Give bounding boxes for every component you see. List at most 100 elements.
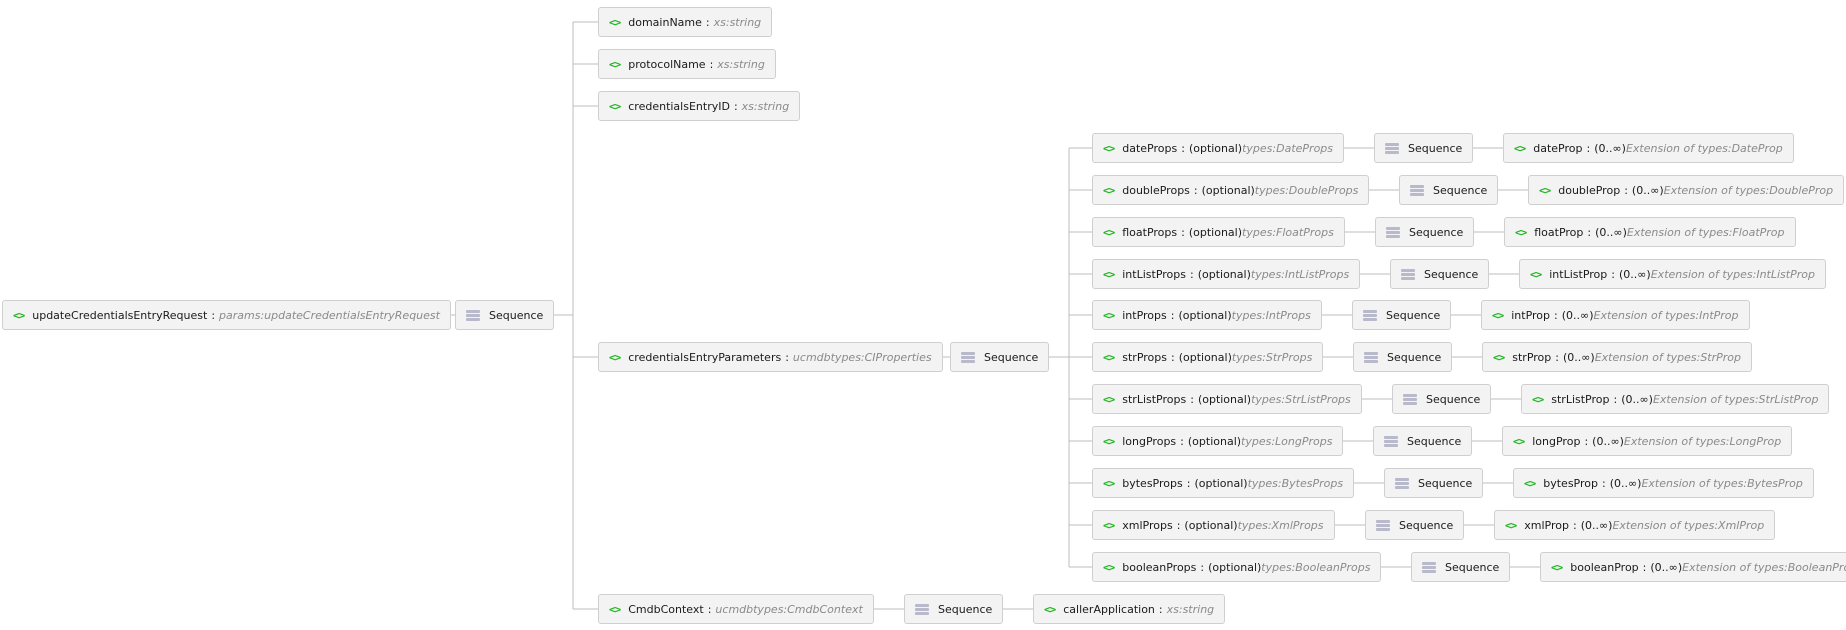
root-element-node[interactable]: <>updateCredentialsEntryRequest:params:u… [2, 300, 451, 330]
prop-sequence-bytesProps[interactable]: Sequence [1384, 468, 1484, 498]
prop-sequence-strProps[interactable]: Sequence [1353, 342, 1453, 372]
element-name: intProp [1511, 308, 1551, 322]
optional-flag: (optional) [1197, 392, 1252, 406]
cardinality: (0..∞) [1618, 267, 1651, 281]
prop-child-strListProp[interactable]: <>strListProp:(0..∞) Extension of types:… [1521, 384, 1830, 414]
element-type: Extension of types:LongProp [1623, 434, 1782, 448]
element-icon: <> [1493, 350, 1505, 364]
separator: : [1642, 560, 1647, 574]
prop-child-strProp[interactable]: <>strProp:(0..∞) Extension of types:StrP… [1482, 342, 1753, 372]
prop-sequence-intListProps[interactable]: Sequence [1390, 259, 1490, 289]
element-name: credentialsEntryParameters [628, 350, 782, 364]
element-icon: <> [1532, 392, 1544, 406]
separator: : [785, 350, 789, 364]
separator: : [1611, 267, 1615, 281]
prop-element-longProps[interactable]: <>longProps:(optional) types:LongProps [1092, 426, 1344, 456]
parameters-sequence-node[interactable]: Sequence [950, 342, 1050, 372]
separator: : [1586, 141, 1591, 155]
prop-child-dateProp[interactable]: <>dateProp:(0..∞) Extension of types:Dat… [1503, 133, 1794, 163]
prop-element-bytesProps[interactable]: <>bytesProps:(optional) types:BytesProps [1092, 468, 1355, 498]
prop-element-strProps[interactable]: <>strProps:(optional) types:StrProps [1092, 342, 1324, 372]
prop-element-intListProps[interactable]: <>intListProps:(optional) types:IntListP… [1092, 259, 1361, 289]
sequence-label: Sequence [1424, 267, 1479, 281]
element-type: Extension of types:XmlProp [1612, 518, 1765, 532]
sequence-icon [466, 309, 480, 321]
prop-child-intListProp[interactable]: <>intListProp:(0..∞) Extension of types:… [1519, 259, 1826, 289]
element-name: xmlProps [1122, 518, 1173, 532]
element-icon: <> [1103, 392, 1115, 406]
prop-element-dateProps[interactable]: <>dateProps:(optional) types:DateProps [1092, 133, 1345, 163]
element-icon: <> [1103, 225, 1115, 239]
prop-child-booleanProp[interactable]: <>booleanProp:(0..∞) Extension of types:… [1540, 552, 1846, 582]
element-name: intProps [1122, 308, 1167, 322]
element-type: types:LongProps [1241, 434, 1333, 448]
element-type: Extension of types:IntListProp [1650, 267, 1815, 281]
element-icon: <> [609, 99, 621, 113]
prop-sequence-intProps[interactable]: Sequence [1352, 300, 1452, 330]
element-icon: <> [1515, 225, 1527, 239]
prop-element-intProps[interactable]: <>intProps:(optional) types:IntProps [1092, 300, 1322, 330]
sequence-icon [1385, 142, 1399, 154]
child-element-CmdbContext[interactable]: <>CmdbContext:ucmdbtypes:CmdbContext [598, 594, 874, 624]
prop-element-strListProps[interactable]: <>strListProps:(optional) types:StrListP… [1092, 384, 1362, 414]
root-sequence-node[interactable]: Sequence [455, 300, 555, 330]
prop-child-floatProp[interactable]: <>floatProp:(0..∞) Extension of types:Fl… [1504, 217, 1796, 247]
element-icon: <> [1103, 350, 1115, 364]
optional-flag: (optional) [1178, 350, 1232, 364]
child-element-protocolName[interactable]: <>protocolName:xs:string [598, 49, 776, 79]
prop-child-bytesProp[interactable]: <>bytesProp:(0..∞) Extension of types:By… [1513, 468, 1814, 498]
element-icon: <> [1505, 518, 1517, 532]
sequence-label: Sequence [1386, 308, 1441, 322]
prop-child-intProp[interactable]: <>intProp:(0..∞) Extension of types:IntP… [1481, 300, 1750, 330]
prop-element-doubleProps[interactable]: <>doubleProps:(optional) types:DoublePro… [1092, 175, 1370, 205]
element-name: CmdbContext [628, 602, 704, 616]
prop-child-doubleProp[interactable]: <>doubleProp:(0..∞) Extension of types:D… [1528, 175, 1845, 205]
element-name: floatProps [1122, 225, 1178, 239]
element-icon: <> [609, 602, 621, 616]
separator: : [1572, 518, 1577, 532]
prop-sequence-xmlProps[interactable]: Sequence [1365, 510, 1465, 540]
element-type: Extension of types:BooleanProp [1682, 560, 1846, 574]
sequence-icon [1410, 184, 1424, 196]
prop-sequence-strListProps[interactable]: Sequence [1392, 384, 1492, 414]
child-element-credentialsEntryParameters[interactable]: <>credentialsEntryParameters:ucmdbtypes:… [598, 342, 943, 372]
sequence-icon [1376, 519, 1390, 531]
element-name: booleanProp [1570, 560, 1639, 574]
element-type: ucmdbtypes:CmdbContext [715, 602, 863, 616]
prop-sequence-dateProps[interactable]: Sequence [1374, 133, 1474, 163]
prop-element-floatProps[interactable]: <>floatProps:(optional) types:FloatProps [1092, 217, 1345, 247]
separator: : [1181, 225, 1185, 239]
separator: : [705, 15, 710, 29]
element-icon: <> [1492, 308, 1504, 322]
sequence-icon [1363, 309, 1377, 321]
sequence-label: Sequence [938, 602, 993, 616]
caller-application-node[interactable]: <>callerApplication:xs:string [1033, 594, 1226, 624]
element-icon: <> [1524, 476, 1536, 490]
prop-element-booleanProps[interactable]: <>booleanProps:(optional) types:BooleanP… [1092, 552, 1382, 582]
prop-sequence-floatProps[interactable]: Sequence [1375, 217, 1475, 247]
element-name: callerApplication [1063, 602, 1155, 616]
child-element-credentialsEntryID[interactable]: <>credentialsEntryID:xs:string [598, 91, 801, 121]
prop-child-longProp[interactable]: <>longProp:(0..∞) Extension of types:Lon… [1502, 426, 1793, 456]
child-element-domainName[interactable]: <>domainName:xs:string [598, 7, 773, 37]
optional-flag: (optional) [1208, 560, 1262, 574]
prop-child-xmlProp[interactable]: <>xmlProp:(0..∞) Extension of types:XmlP… [1494, 510, 1776, 540]
element-type: Extension of types:DoubleProp [1663, 183, 1834, 197]
element-type: types:StrProps [1231, 350, 1313, 364]
sequence-label: Sequence [1399, 518, 1454, 532]
prop-sequence-doubleProps[interactable]: Sequence [1399, 175, 1499, 205]
sequence-icon [1395, 477, 1409, 489]
sequence-label: Sequence [1445, 560, 1500, 574]
element-name: longProp [1532, 434, 1581, 448]
element-name: bytesProps [1122, 476, 1183, 490]
element-type: xs:string [1166, 602, 1215, 616]
prop-element-xmlProps[interactable]: <>xmlProps:(optional) types:XmlProps [1092, 510, 1335, 540]
element-icon: <> [1103, 308, 1115, 322]
prop-sequence-longProps[interactable]: Sequence [1373, 426, 1473, 456]
cmdbcontext-sequence-node[interactable]: Sequence [904, 594, 1004, 624]
separator: : [1170, 308, 1175, 322]
optional-flag: (optional) [1201, 183, 1255, 197]
element-type: xs:string [713, 15, 762, 29]
prop-sequence-booleanProps[interactable]: Sequence [1411, 552, 1511, 582]
sequence-label: Sequence [1387, 350, 1442, 364]
